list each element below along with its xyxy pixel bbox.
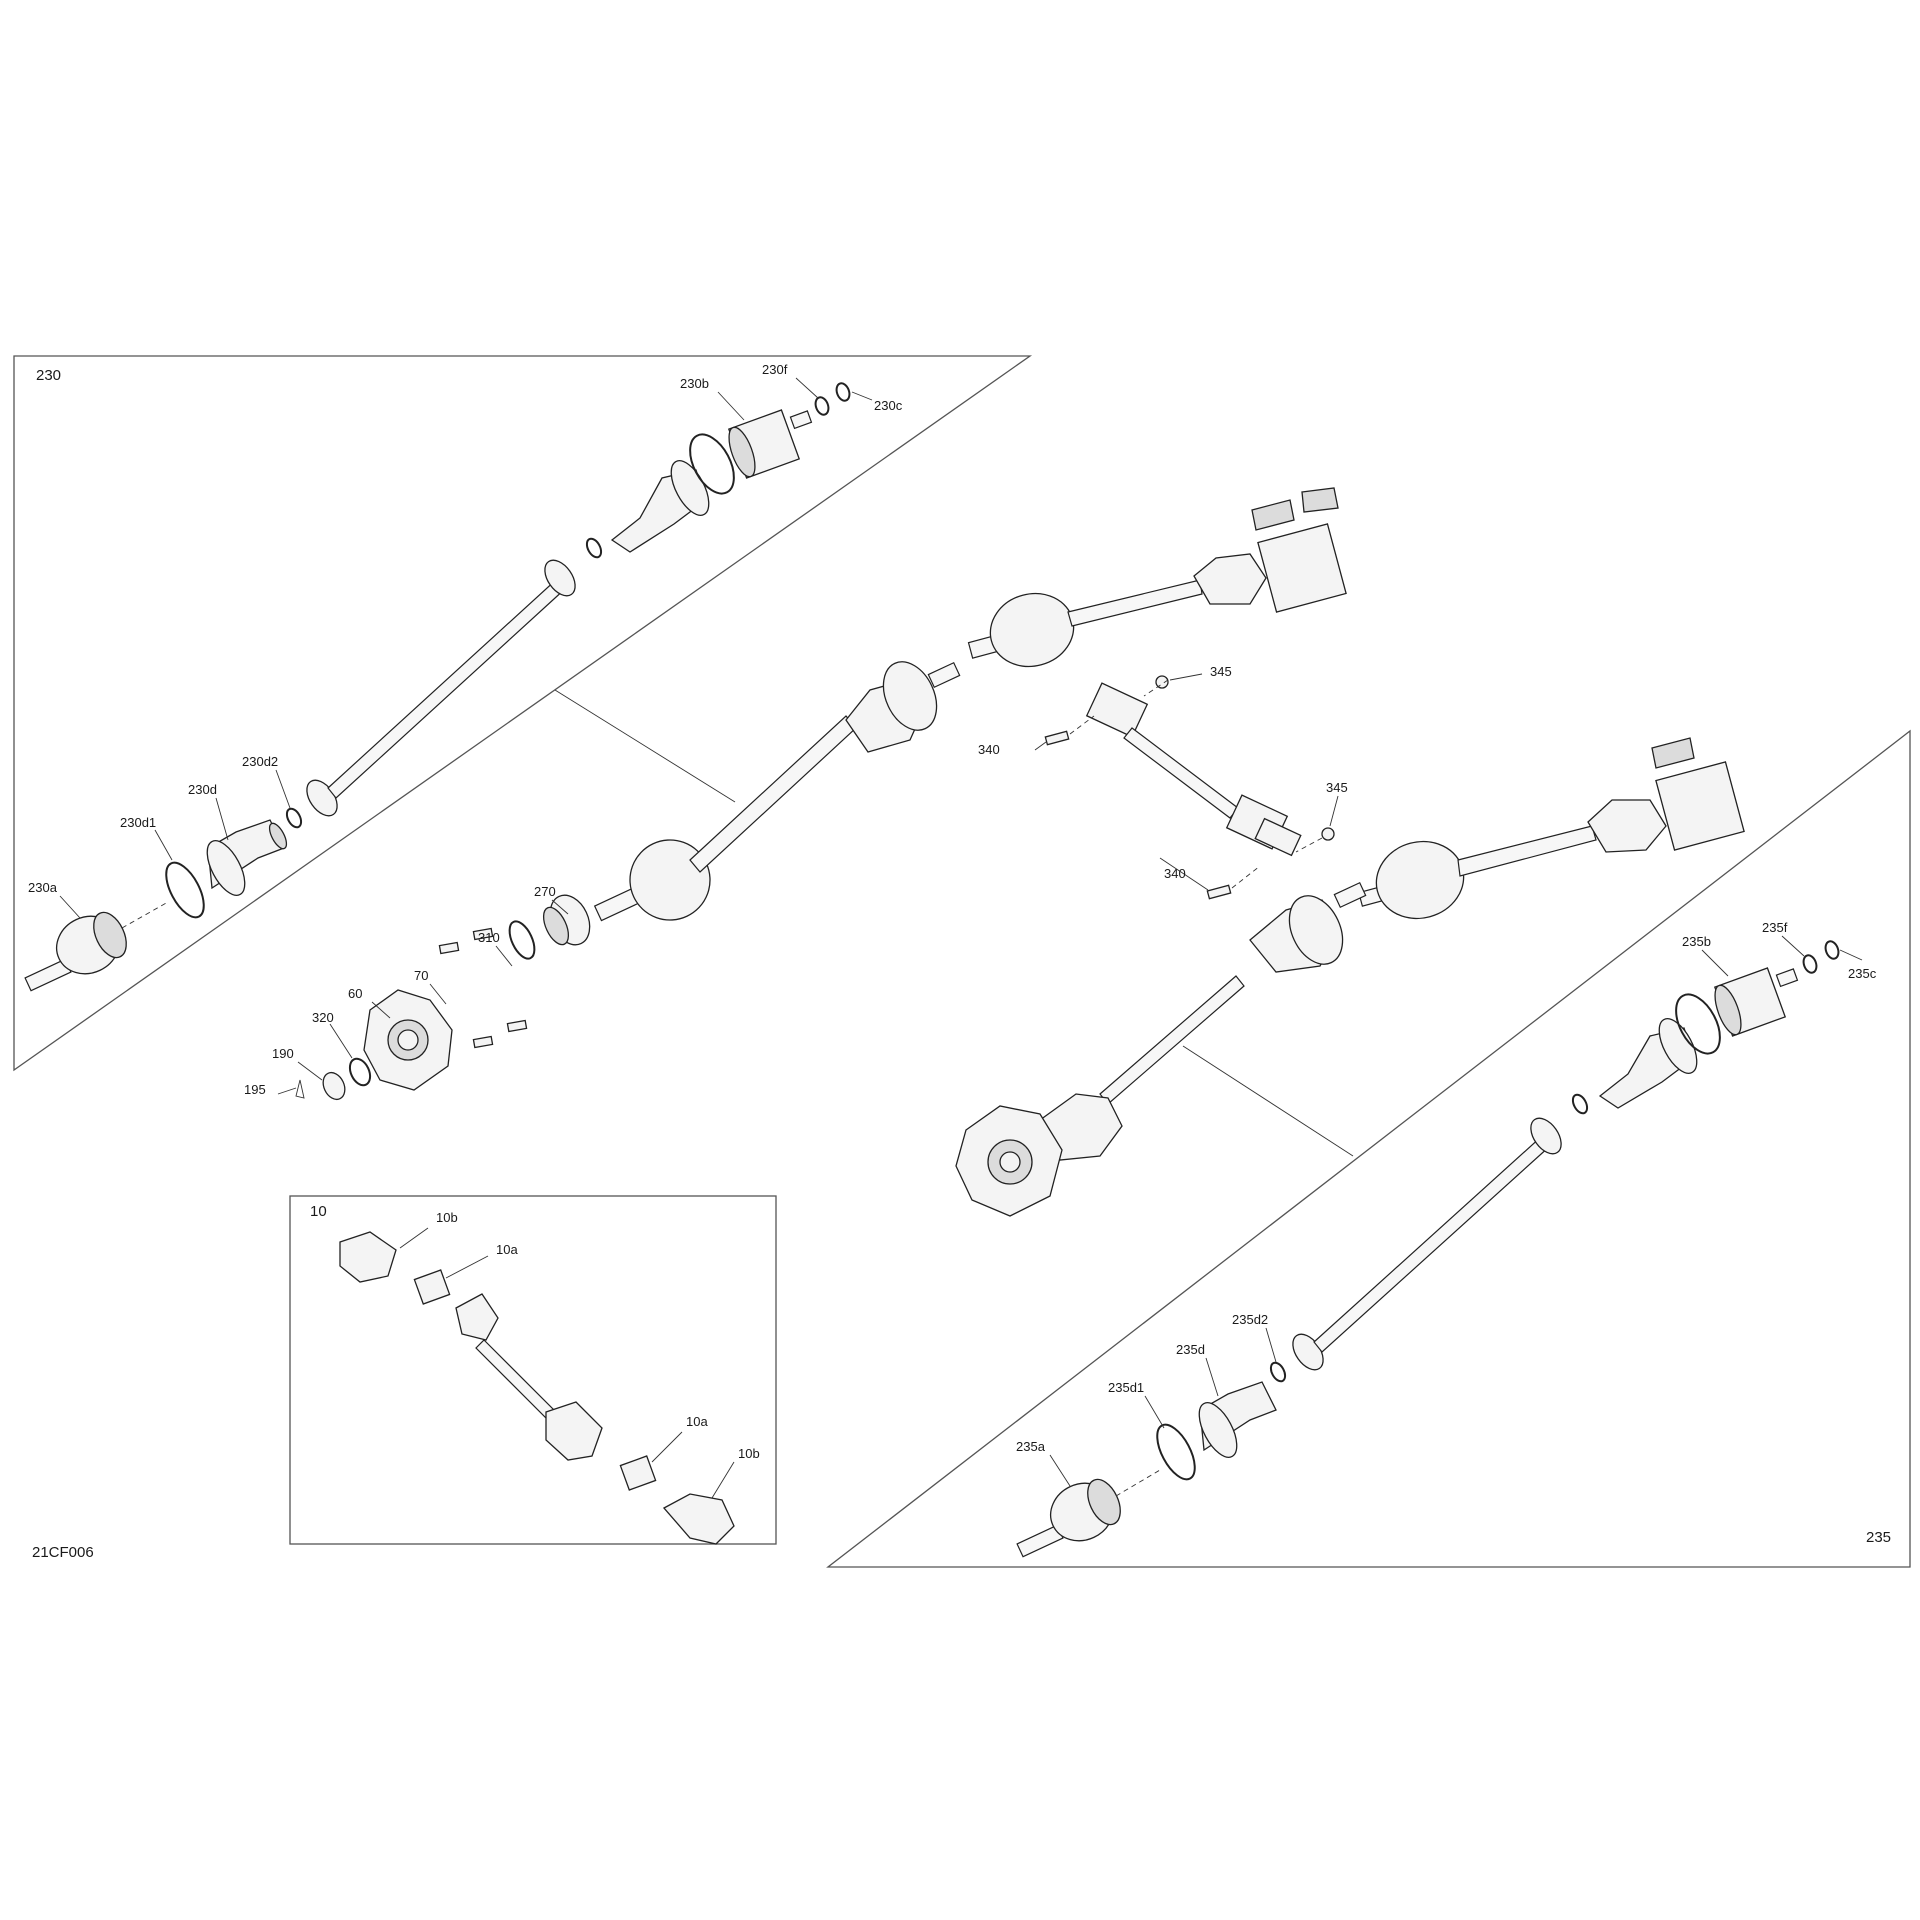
- callout-310: 310: [478, 930, 500, 945]
- section-10-label: 10: [310, 1203, 327, 1220]
- upper-right-half-shaft: [967, 487, 1347, 668]
- propeller-shaft: [1085, 682, 1302, 857]
- callout-345-bottom: 345: [1326, 780, 1348, 795]
- divider-line-left: [554, 689, 736, 803]
- callout-235b: 235b: [1682, 934, 1711, 949]
- housing-230b: [727, 409, 813, 479]
- shaft-230: [306, 559, 576, 817]
- section-230-frame: [13, 355, 1033, 1072]
- washer-320: [348, 1057, 372, 1087]
- callout-235a: 235a: [1016, 1439, 1046, 1454]
- clamp-235-inner-small: [1571, 1093, 1589, 1115]
- clamp-230-inner-small: [585, 537, 603, 559]
- nut-345-bottom: [1321, 827, 1335, 841]
- nut-345-top: [1155, 675, 1169, 689]
- clamp-230d1: [165, 861, 205, 919]
- yoke-10b-top: [339, 1231, 397, 1283]
- boot-235-inner: [1598, 1018, 1698, 1109]
- callout-320: 320: [312, 1010, 334, 1025]
- callout-235f: 235f: [1762, 920, 1788, 935]
- boot-230-inner: [610, 460, 710, 553]
- callout-60: 60: [348, 986, 362, 1001]
- clamp-230d2: [285, 807, 303, 829]
- ring-235c: [1824, 940, 1840, 960]
- section-235-label: 235: [1866, 1529, 1891, 1546]
- bolt-340-bottom: [1206, 884, 1232, 900]
- callout-230a: 230a: [28, 880, 58, 895]
- clamp-235d1: [1156, 1423, 1196, 1481]
- bolt-340-top: [1044, 730, 1070, 746]
- section-235-frame: [826, 729, 1911, 1568]
- cv-joint-235a: [1016, 1478, 1121, 1558]
- divider-line-right: [1182, 1045, 1354, 1157]
- section-235-assembly: [1016, 940, 1840, 1558]
- cross-10a-bottom: [619, 1455, 657, 1491]
- section-230-assembly: [24, 382, 851, 992]
- drawing-id-label: 21CF006: [32, 1544, 94, 1561]
- callout-10b-bottom: 10b: [738, 1446, 760, 1461]
- shaft-10: [455, 1293, 603, 1461]
- wheel-studs-70: [438, 927, 528, 1049]
- ring-230f: [814, 396, 830, 416]
- section-10-inset-frame: [289, 1195, 777, 1545]
- rear-half-shaft-left: [955, 881, 1367, 1217]
- clamp-235d2: [1269, 1361, 1287, 1383]
- center-front-shaft: [593, 661, 961, 922]
- boot-235d: [1198, 1381, 1277, 1458]
- callout-235c: 235c: [1848, 966, 1877, 981]
- callout-235d: 235d: [1176, 1342, 1205, 1357]
- callout-340-top: 340: [978, 742, 1000, 757]
- nut-190: [322, 1071, 346, 1101]
- cotter-pin-195: [295, 1079, 305, 1099]
- callout-345-top: 345: [1210, 664, 1232, 679]
- leader-lines: [59, 377, 1863, 1499]
- shaft-235: [1292, 1117, 1562, 1371]
- yoke-10b-bottom: [662, 1493, 735, 1545]
- cv-joint-230a: [24, 911, 127, 992]
- callout-10a-bottom: 10a: [686, 1414, 708, 1429]
- rear-half-shaft-right: [1358, 737, 1745, 920]
- clamp-235-large: [1675, 993, 1721, 1055]
- callout-340-bottom: 340: [1164, 866, 1186, 881]
- boot-230d: [206, 819, 288, 896]
- section-230-label: 230: [36, 367, 61, 384]
- callout-235d2: 235d2: [1232, 1312, 1268, 1327]
- housing-235b: [1713, 967, 1799, 1037]
- cross-10a-top: [413, 1269, 451, 1305]
- callout-10b-top: 10b: [436, 1210, 458, 1225]
- callout-230c: 230c: [874, 398, 903, 413]
- retaining-ring-310: [508, 920, 536, 960]
- wheel-hub-60: [363, 989, 453, 1091]
- callout-230d2: 230d2: [242, 754, 278, 769]
- section-10-assembly: [339, 1231, 735, 1545]
- callout-235d1: 235d1: [1108, 1380, 1144, 1395]
- callout-190: 190: [272, 1046, 294, 1061]
- ring-235f: [1802, 954, 1818, 974]
- callout-230f: 230f: [762, 362, 788, 377]
- callout-230d: 230d: [188, 782, 217, 797]
- callout-230d1: 230d1: [120, 815, 156, 830]
- ring-230c: [835, 382, 851, 402]
- clamp-230-large: [689, 433, 735, 495]
- callout-230b: 230b: [680, 376, 709, 391]
- callout-70: 70: [414, 968, 428, 983]
- callout-270: 270: [534, 884, 556, 899]
- callout-195: 195: [244, 1082, 266, 1097]
- callout-10a-top: 10a: [496, 1242, 518, 1257]
